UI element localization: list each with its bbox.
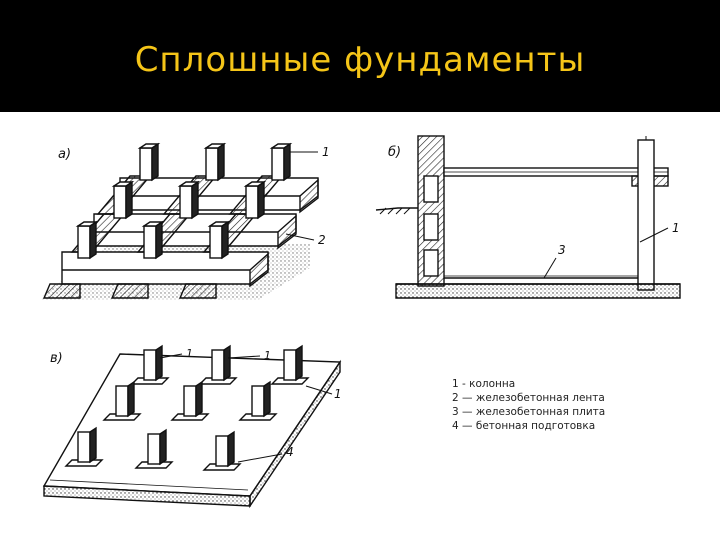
figure-c-callout-1c: 1 xyxy=(334,387,342,401)
legend-item-slab: 3 — железобетонная плита xyxy=(452,406,606,418)
legend-item-strip: 2 — железобетонная лента xyxy=(452,392,605,404)
figure-a-label: а) xyxy=(58,147,71,162)
figure-b-label: б) xyxy=(388,145,401,160)
figure-a-strip-grid: а) xyxy=(42,142,330,300)
figure-a-columns xyxy=(75,142,293,260)
figure-a-callout-2: 2 xyxy=(318,233,326,247)
figure-c-callout-1b: 1 xyxy=(264,349,271,362)
figure-c-columns xyxy=(64,344,310,471)
figure-a-callout-1: 1 xyxy=(322,145,330,159)
title-bar: Сплошные фундаменты xyxy=(0,0,720,112)
figure-c-slab: в) xyxy=(42,344,342,509)
legend-item-concrete-prep: 4 — бетонная подготовка xyxy=(452,420,596,432)
figure-b-callout-3: 3 xyxy=(558,243,566,257)
figure-a-footings xyxy=(42,283,217,299)
figure-c-label: в) xyxy=(50,351,63,366)
legend: 1 - колонна 2 — железобетонная лента 3 —… xyxy=(452,377,605,433)
figure-c-callout-4: 4 xyxy=(286,445,294,459)
foundation-drawings: а) xyxy=(42,135,681,509)
slide-title: Сплошные фундаменты xyxy=(134,40,586,80)
figure-b-section: б) 1 xyxy=(375,135,681,299)
legend-item-column: 1 - колонна xyxy=(452,378,516,390)
figure-c-callout-1a: 1 xyxy=(186,347,193,360)
figure-b-callout-1: 1 xyxy=(672,221,680,235)
